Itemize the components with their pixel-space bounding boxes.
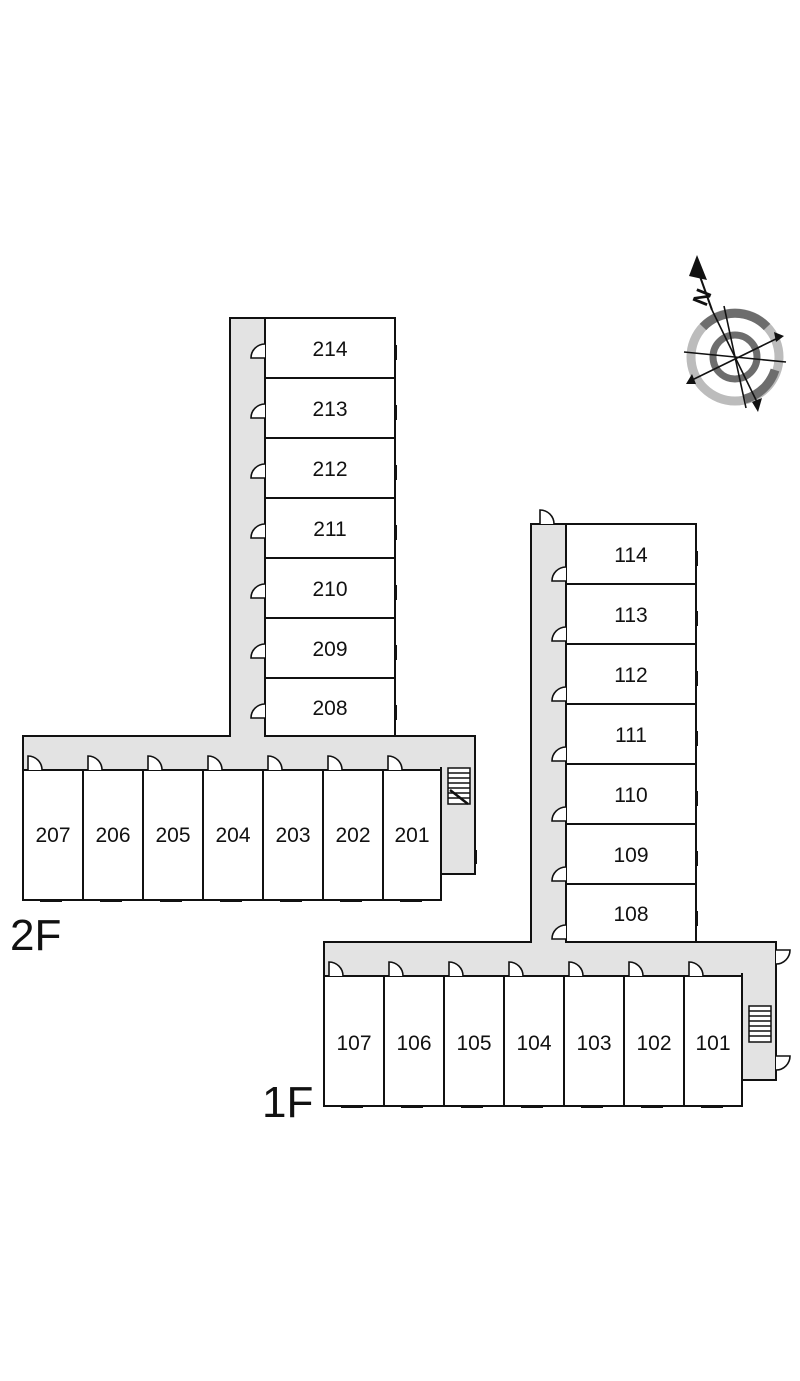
floor-label-2f: 2F xyxy=(10,911,61,960)
room-102 xyxy=(623,975,685,1107)
room-label: 113 xyxy=(614,604,647,627)
room-label: 211 xyxy=(313,518,346,541)
doors-horizontal-2f xyxy=(27,755,403,771)
doors-horizontal-1f xyxy=(328,961,704,977)
room-203 xyxy=(262,769,324,901)
floor-label-1f: 1F xyxy=(262,1078,313,1127)
landing-seam-1f xyxy=(743,973,775,977)
room-label: 207 xyxy=(35,824,70,847)
stairs-icon xyxy=(748,1005,772,1043)
room-label: 104 xyxy=(516,1032,551,1055)
room-label: 212 xyxy=(312,458,347,481)
floor-1f: 114 113 112 111 110 109 108 107 106 105 … xyxy=(262,509,791,1127)
room-label: 203 xyxy=(275,824,310,847)
room-105 xyxy=(443,975,505,1107)
room-201 xyxy=(382,769,442,901)
room-208 xyxy=(264,677,396,737)
room-205 xyxy=(142,769,204,901)
room-label: 110 xyxy=(614,784,647,807)
doors-vertical-1f xyxy=(551,566,567,940)
room-label: 103 xyxy=(576,1032,611,1055)
corridor-seam-2f xyxy=(231,735,264,739)
room-label: 111 xyxy=(615,724,647,747)
room-label: 102 xyxy=(636,1032,671,1055)
room-207 xyxy=(22,769,84,901)
floor-2f: 214 213 212 211 210 209 208 207 206 205 … xyxy=(10,317,477,960)
room-106 xyxy=(383,975,445,1107)
room-label: 202 xyxy=(335,824,370,847)
room-label: 107 xyxy=(336,1032,371,1055)
room-label: 204 xyxy=(215,824,250,847)
room-label: 214 xyxy=(312,338,347,361)
balcony-marks-2f xyxy=(40,345,422,902)
room-label: 105 xyxy=(456,1032,491,1055)
room-label: 206 xyxy=(95,824,130,847)
entrance-door-right-top-1f xyxy=(775,949,791,965)
corridor-seam-1f xyxy=(532,941,565,945)
doors-vertical-2f xyxy=(250,343,266,719)
room-label: 201 xyxy=(394,824,429,847)
room-label: 205 xyxy=(155,824,190,847)
entrance-door-right-bottom-1f xyxy=(775,1055,791,1071)
room-label: 109 xyxy=(613,844,648,867)
room-label: 101 xyxy=(695,1032,730,1055)
compass-icon: N xyxy=(683,255,787,412)
room-label: 106 xyxy=(396,1032,431,1055)
room-label: 112 xyxy=(614,664,647,687)
room-labels-2f: 214 213 212 211 210 209 208 207 206 205 … xyxy=(35,338,429,847)
room-109 xyxy=(565,823,697,885)
room-209 xyxy=(264,617,396,679)
room-112 xyxy=(565,643,697,705)
room-label: 208 xyxy=(312,697,347,720)
north-label: N xyxy=(687,285,716,309)
room-label: 213 xyxy=(312,398,347,421)
room-label: 210 xyxy=(312,578,347,601)
room-108 xyxy=(565,883,697,943)
stairs-icon xyxy=(447,767,471,805)
room-label: 114 xyxy=(614,544,648,567)
room-101 xyxy=(683,975,743,1107)
balcony-marks-1f xyxy=(341,551,723,1108)
room-113 xyxy=(565,583,697,645)
room-label: 209 xyxy=(312,638,347,661)
room-label: 108 xyxy=(613,903,648,926)
room-labels-1f: 114 113 112 111 110 109 108 107 106 105 … xyxy=(336,544,730,1055)
entrance-door-top-1f xyxy=(539,509,555,525)
